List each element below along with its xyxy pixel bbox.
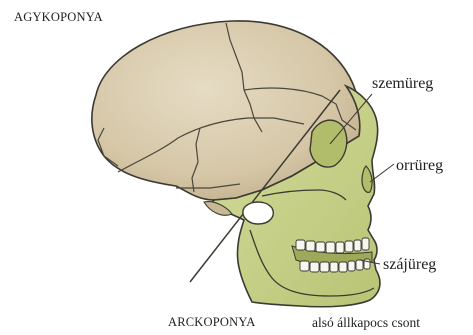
orbit-cavity	[310, 120, 347, 167]
label-orbit: szemüreg	[372, 76, 433, 92]
label-facial-skeleton: ARCKOPONYA	[168, 316, 255, 329]
label-cranium: AGYKOPONYA	[14, 11, 103, 24]
label-nasal-cavity: orrüreg	[396, 158, 443, 174]
ear-opening	[243, 202, 273, 224]
label-mandible: alsó állkapocs csont	[312, 316, 420, 330]
label-oral-cavity: szájüreg	[383, 257, 436, 273]
